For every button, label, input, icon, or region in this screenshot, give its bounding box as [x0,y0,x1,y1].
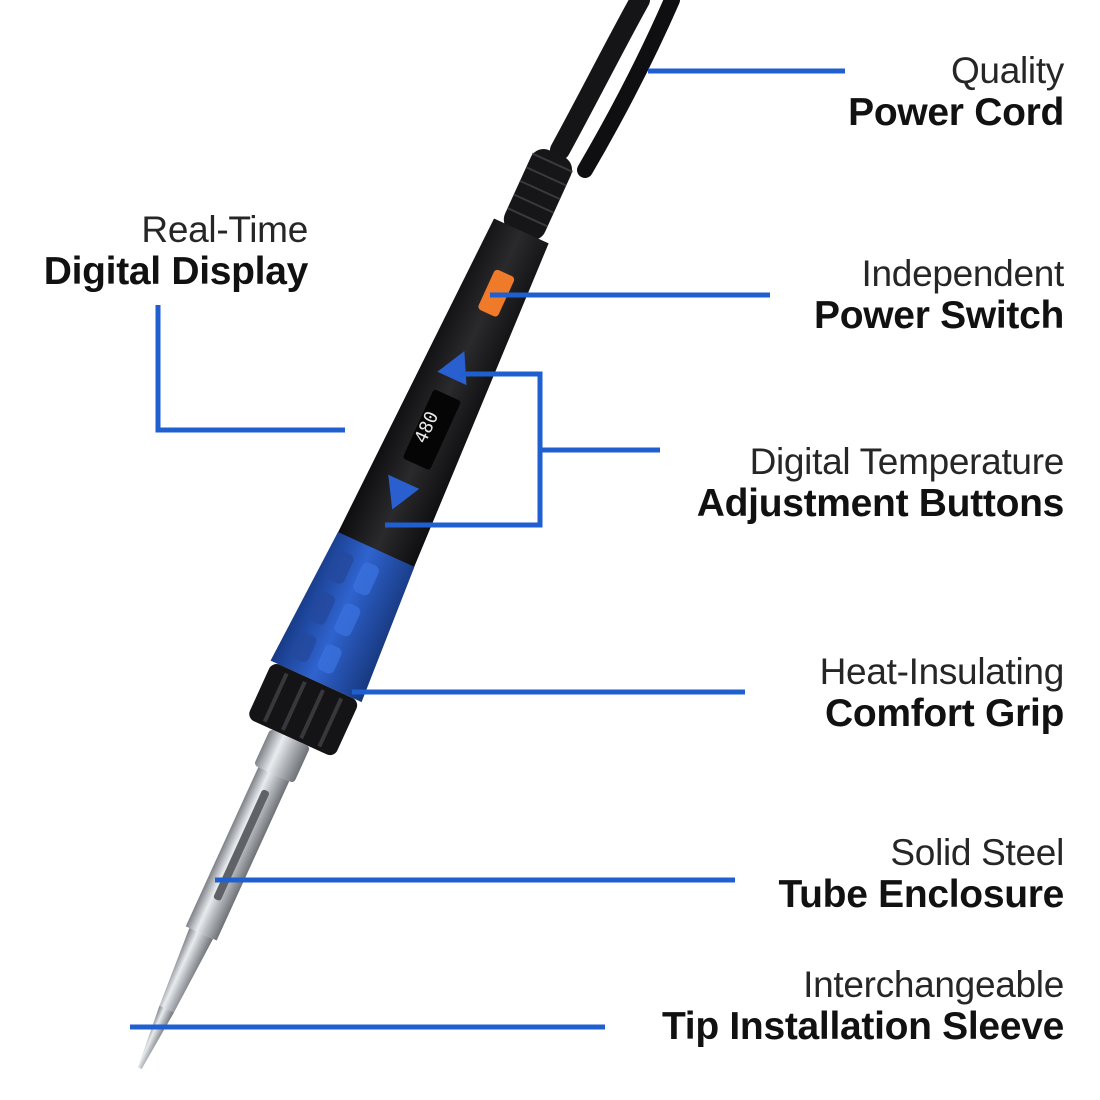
handle-body [335,218,549,572]
leader-display [155,305,345,433]
power-cord [550,0,680,178]
callout-steel-tube: Solid Steel Tube Enclosure [778,832,1065,917]
digital-display [403,389,461,470]
callout-power-cord-line2: Power Cord [848,91,1064,135]
callout-steel-tube-line2: Tube Enclosure [778,873,1065,917]
strain-relief [503,149,573,241]
callout-display: Real-Time Digital Display [30,209,309,294]
leader-lines [130,68,845,1030]
temp-down-button [388,474,420,510]
callout-temp-buttons-line2: Adjustment Buttons [696,482,1065,526]
temp-up-button [437,351,467,386]
soldering-tip [138,1005,175,1069]
knurled-collar [255,729,310,783]
callout-tip-sleeve: Interchangeable Tip Installation Sleeve [662,964,1064,1049]
callout-power-switch-line1: Independent [861,253,1065,294]
locking-nut [249,664,358,756]
tip-sleeve [159,928,214,1013]
callout-temp-buttons: Digital Temperature Adjustment Buttons [696,441,1065,526]
callout-power-cord-line1: Quality [950,50,1064,91]
callout-grip-line2: Comfort Grip [824,692,1064,736]
callout-grip: Heat-Insulating Comfort Grip [819,651,1065,736]
callout-power-switch: Independent Power Switch [814,253,1064,338]
callout-display-line2: Digital Display [43,250,309,294]
callout-power-switch-line2: Power Switch [814,294,1064,338]
callout-power-cord: Quality Power Cord [848,50,1064,135]
callout-grip-line1: Heat-Insulating [819,651,1065,692]
callout-steel-tube-line1: Solid Steel [890,832,1064,873]
callout-tip-sleeve-line1: Interchangeable [803,964,1064,1005]
callout-temp-buttons-line1: Digital Temperature [749,441,1065,482]
callout-tip-sleeve-line2: Tip Installation Sleeve [661,1005,1064,1049]
soldering-iron: 480 [138,149,573,1069]
callout-display-line1: Real-Time [141,209,308,250]
